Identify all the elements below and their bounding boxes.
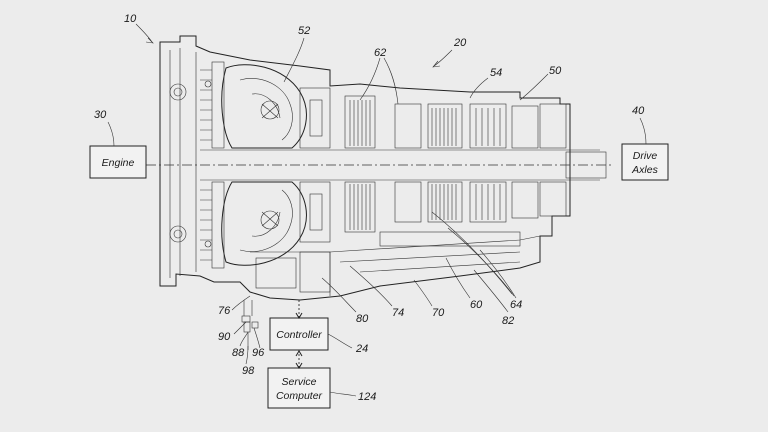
drive-axles-label-line1: Drive <box>633 150 658 162</box>
controller-box: Controller <box>269 317 329 351</box>
transmission-housing <box>159 35 607 316</box>
service-computer-box: Service Computer <box>267 367 331 409</box>
ref-40: 40 <box>632 105 645 117</box>
service-computer-label-line1: Service <box>281 376 316 388</box>
engine-label: Engine <box>102 157 135 169</box>
ref-88: 88 <box>232 347 245 359</box>
ref-60: 60 <box>470 299 483 311</box>
ref-52: 52 <box>298 25 310 37</box>
ref-24: 24 <box>355 343 368 355</box>
ref-90: 90 <box>218 331 231 343</box>
ref-98: 98 <box>242 365 255 377</box>
ref-124: 124 <box>358 391 376 403</box>
ref-76: 76 <box>218 305 231 317</box>
ref-82: 82 <box>502 315 514 327</box>
ref-96: 96 <box>252 347 265 359</box>
ref-70: 70 <box>432 307 445 319</box>
ref-30: 30 <box>94 109 107 121</box>
ref-80: 80 <box>356 313 369 325</box>
ref-74: 74 <box>392 307 404 319</box>
ref-62: 62 <box>374 47 386 59</box>
drive-axles-label-line2: Axles <box>631 164 658 176</box>
engine-box: Engine <box>89 145 147 179</box>
drive-axles-box: Drive Axles <box>621 143 669 181</box>
controller-label: Controller <box>276 329 322 341</box>
service-computer-label-line2: Computer <box>276 390 323 402</box>
ref-64: 64 <box>510 299 522 311</box>
ref-10: 10 <box>124 13 137 25</box>
leader-lines <box>107 23 647 397</box>
ref-20: 20 <box>453 37 467 49</box>
ref-54: 54 <box>490 67 502 79</box>
reference-numerals: 10 20 30 40 50 52 54 62 24 124 76 90 88 … <box>94 13 645 403</box>
ref-50: 50 <box>549 65 562 77</box>
